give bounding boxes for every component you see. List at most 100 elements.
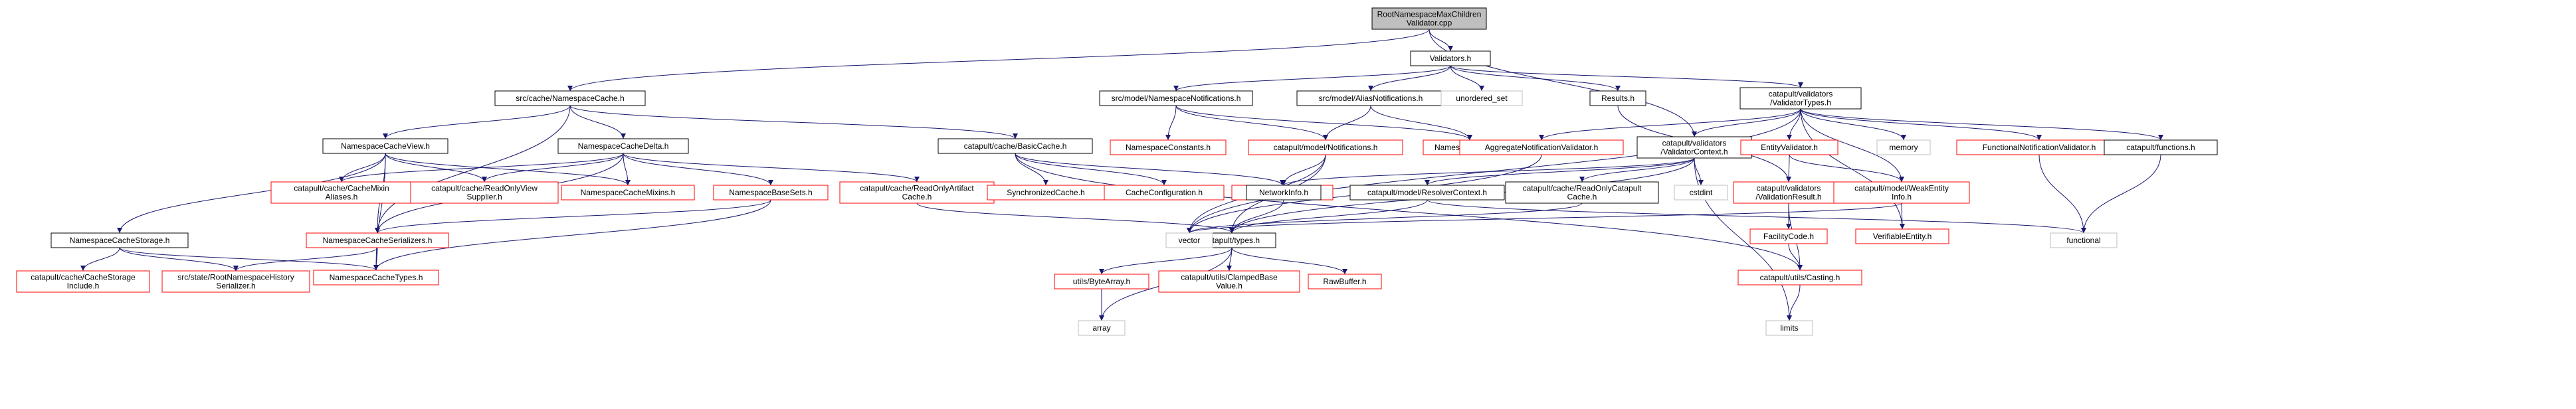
node-cacheconfig[interactable]: CacheConfiguration.h bbox=[1104, 185, 1225, 201]
node-rawbuffer[interactable]: RawBuffer.h bbox=[1308, 274, 1382, 289]
node-label: Aliases.h bbox=[326, 193, 358, 202]
node-box bbox=[1740, 139, 1838, 155]
node-box bbox=[322, 138, 448, 154]
edge-readonlycatapult-to-vector bbox=[1187, 203, 1583, 234]
node-box bbox=[1104, 185, 1225, 201]
node-nsbasesets[interactable]: NamespaceBaseSets.h bbox=[713, 185, 829, 201]
edge-validatortypes-to-memory bbox=[1800, 108, 1906, 141]
edge-validators-to-validatortypes bbox=[1450, 65, 1803, 88]
edge-nscachedelta-to-readonlyartifact bbox=[623, 153, 920, 183]
node-facilitycode[interactable]: FacilityCode.h bbox=[1749, 228, 1828, 244]
node-casting[interactable]: catapult/utils/Casting.h bbox=[1737, 270, 1862, 286]
node-bytearray[interactable]: utils/ByteArray.h bbox=[1054, 274, 1149, 289]
edge-basiccache-to-cacheconfig bbox=[1015, 153, 1167, 186]
edge-types-to-rawbuffer bbox=[1231, 247, 1347, 275]
node-label: RootNamespaceMaxChildren bbox=[1377, 10, 1482, 19]
node-box bbox=[50, 232, 189, 248]
node-validatorresult[interactable]: catapult/validators/ValidationResult.h bbox=[1733, 181, 1844, 204]
node-box bbox=[1737, 270, 1862, 286]
node-nscache[interactable]: src/cache/NamespaceCache.h bbox=[494, 90, 646, 106]
node-functional: functional bbox=[2050, 232, 2118, 248]
node-validatortypes[interactable]: catapult/validators/ValidatorTypes.h bbox=[1739, 87, 1862, 110]
node-box bbox=[161, 270, 310, 293]
node-nscachedelta[interactable]: NamespaceCacheDelta.h bbox=[557, 138, 689, 154]
node-box bbox=[713, 185, 829, 201]
node-unorderedset: unordered_set bbox=[1440, 90, 1523, 106]
node-label: Results.h bbox=[1601, 94, 1635, 103]
node-label: functional bbox=[2066, 236, 2100, 245]
node-nsstorage[interactable]: NamespaceCacheStorage.h bbox=[50, 232, 189, 248]
node-box bbox=[270, 181, 413, 204]
node-box bbox=[839, 181, 995, 204]
node-label: NamespaceCacheDelta.h bbox=[578, 141, 669, 151]
node-aliasnotif[interactable]: src/model/AliasNotifications.h bbox=[1296, 90, 1445, 106]
node-resolvercontext[interactable]: catapult/model/ResolverContext.h bbox=[1349, 185, 1505, 201]
edge-nsbasesets-to-nstypescache bbox=[373, 199, 771, 271]
node-nsnotif[interactable]: src/model/NamespaceNotifications.h bbox=[1099, 90, 1253, 106]
node-label: AggregateNotificationValidator.h bbox=[1485, 143, 1599, 152]
node-box bbox=[1739, 87, 1862, 110]
node-historyserializer[interactable]: src/state/RootNamespaceHistorySerializer… bbox=[161, 270, 310, 293]
edge-validatortypes-to-funcnotifvalidator bbox=[1800, 108, 2042, 141]
node-box bbox=[410, 181, 559, 204]
edge-functions-to-functional bbox=[2081, 154, 2161, 234]
node-box bbox=[1165, 232, 1213, 248]
node-label: Serializer.h bbox=[216, 282, 255, 291]
node-label: SynchronizedCache.h bbox=[1007, 188, 1084, 197]
node-box bbox=[1505, 181, 1659, 204]
node-nsserializers[interactable]: NamespaceCacheSerializers.h bbox=[306, 232, 449, 248]
node-label: Value.h bbox=[1216, 282, 1242, 291]
node-validatorcontext[interactable]: catapult/validators/ValidatorContext.h bbox=[1636, 136, 1752, 159]
node-vector: vector bbox=[1165, 232, 1213, 248]
edge-root-to-validators bbox=[1429, 29, 1453, 52]
node-funcnotifvalidator[interactable]: FunctionalNotificationValidator.h bbox=[1956, 139, 2122, 155]
node-box bbox=[1749, 228, 1828, 244]
node-results[interactable]: Results.h bbox=[1589, 90, 1646, 106]
node-nscacheview[interactable]: NamespaceCacheView.h bbox=[322, 138, 448, 154]
node-label: NetworkInfo.h bbox=[1259, 188, 1308, 197]
node-label: catapult/cache/ReadOnlyView bbox=[431, 184, 538, 193]
node-label: NamespaceConstants.h bbox=[1126, 143, 1211, 152]
node-label: vector bbox=[1179, 236, 1201, 245]
node-label: Cache.h bbox=[1567, 193, 1597, 202]
node-entityvalidator[interactable]: EntityValidator.h bbox=[1740, 139, 1838, 155]
edge-basiccache-to-cacheconstants bbox=[1015, 153, 1285, 186]
node-label: limits bbox=[1780, 323, 1798, 333]
node-box bbox=[306, 232, 449, 248]
node-verifiableentity[interactable]: VerifiableEntity.h bbox=[1855, 228, 1949, 244]
node-nsmixins[interactable]: NamespaceCacheMixins.h bbox=[561, 185, 695, 201]
node-validators[interactable]: Validators.h bbox=[1410, 50, 1491, 66]
node-label: Include.h bbox=[67, 282, 100, 291]
edge-validatortypes-to-aggvalidator bbox=[1539, 108, 1801, 141]
node-label: FunctionalNotificationValidator.h bbox=[1983, 143, 2096, 152]
node-functions[interactable]: catapult/functions.h bbox=[2104, 139, 2218, 155]
node-networkinfo[interactable]: NetworkInfo.h bbox=[1246, 185, 1322, 201]
node-label: CacheConfiguration.h bbox=[1126, 188, 1203, 197]
node-label: catapult/model/ResolverContext.h bbox=[1367, 188, 1487, 197]
node-modelnotif[interactable]: catapult/model/Notifications.h bbox=[1248, 139, 1403, 155]
node-basiccache[interactable]: catapult/cache/BasicCache.h bbox=[938, 138, 1093, 154]
edge-nscachedelta-to-nsbasesets bbox=[623, 153, 773, 186]
node-aggvalidator[interactable]: AggregateNotificationValidator.h bbox=[1459, 139, 1624, 155]
node-box bbox=[561, 185, 695, 201]
node-nsconstants[interactable]: NamespaceConstants.h bbox=[1110, 139, 1227, 155]
node-label: EntityValidator.h bbox=[1761, 143, 1818, 152]
node-synccache[interactable]: SynchronizedCache.h bbox=[987, 185, 1105, 201]
node-label: /ValidationResult.h bbox=[1755, 193, 1821, 202]
edge-nsbasesets-to-nsserializers bbox=[375, 199, 771, 234]
node-label: Info.h bbox=[1892, 193, 1912, 202]
node-label: Cache.h bbox=[902, 193, 932, 202]
node-label: Validator.cpp bbox=[1407, 19, 1452, 28]
node-label: Validators.h bbox=[1430, 54, 1471, 63]
node-box bbox=[1876, 139, 1931, 155]
node-nstypescache[interactable]: NamespaceCacheTypes.h bbox=[313, 270, 439, 286]
node-label: catapult/utils/Casting.h bbox=[1760, 273, 1840, 282]
